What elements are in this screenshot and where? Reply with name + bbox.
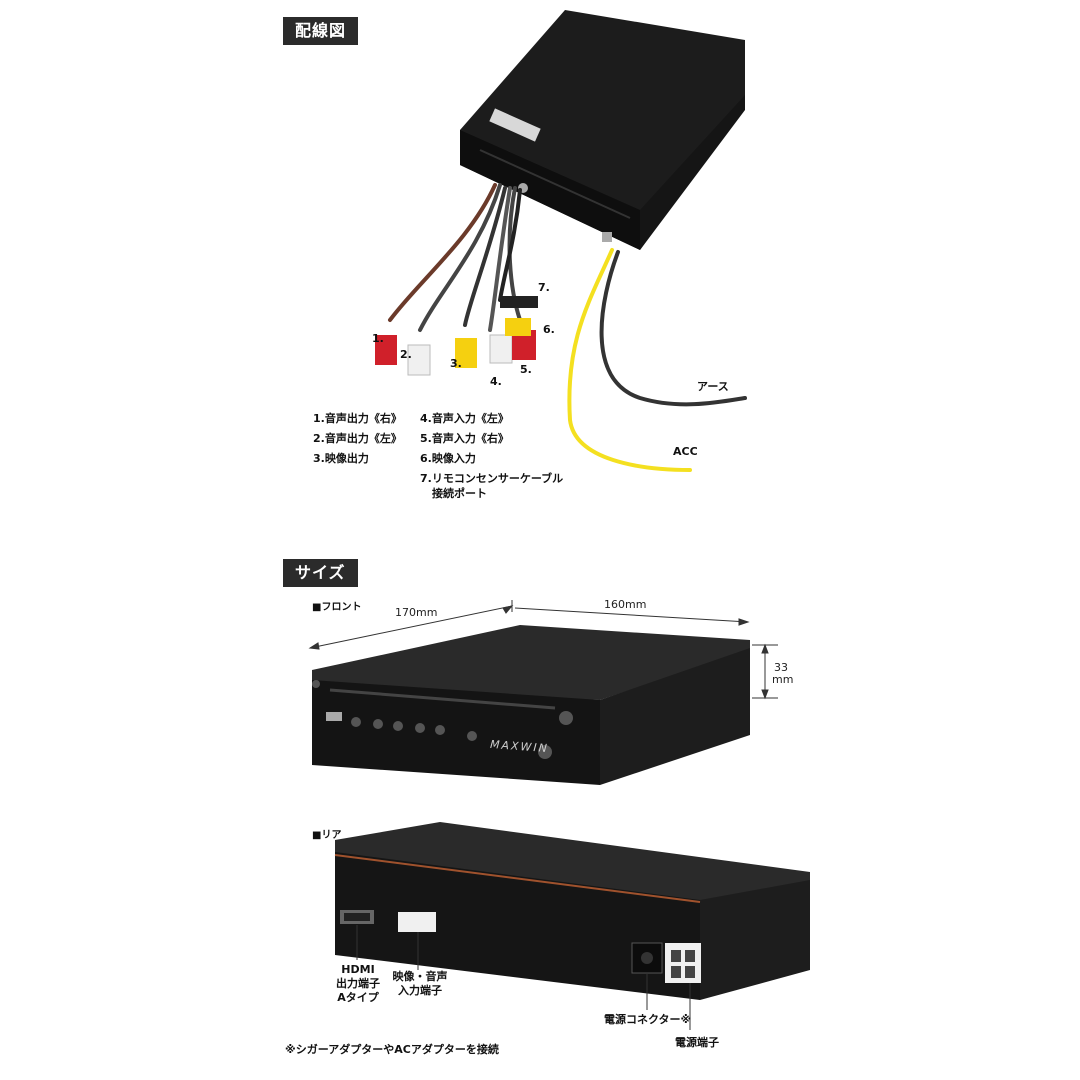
rca-plug-1	[375, 335, 397, 365]
callout-6: 6.	[543, 323, 555, 336]
legend-item-2: 2.音声出力《左》	[313, 432, 402, 445]
dvd-player-front-view	[312, 625, 750, 785]
front-view-label: ■フロント	[312, 602, 362, 613]
power-terminal	[665, 943, 701, 983]
legend-item-3: 3.映像出力	[313, 452, 369, 465]
remote-sensor-port-7	[500, 296, 538, 308]
height-dimension-number: 33	[774, 661, 788, 674]
callout-2: 2.	[400, 348, 412, 361]
hdmi-label: HDMI 出力端子 Aタイプ	[330, 963, 386, 1005]
rear-view-label: ■リア	[312, 830, 342, 841]
callout-4: 4.	[490, 375, 502, 388]
callout-5: 5.	[520, 363, 532, 376]
av-input-label-line1: 映像・音声	[392, 970, 448, 983]
legend-item-4: 4.音声入力《左》	[420, 412, 509, 425]
rca-plug-6	[505, 318, 531, 336]
av-input-connector	[398, 912, 436, 932]
power-terminal-label: 電源端子	[675, 1036, 719, 1049]
wiring-heading: 配線図	[283, 17, 359, 45]
av-input-label-line2: 入力端子	[398, 984, 442, 997]
legend-item-5: 5.音声入力《右》	[420, 432, 509, 445]
legend-item-7: 7.リモコンセンサーケーブル	[420, 472, 564, 485]
dvd-player-rear-view	[334, 822, 810, 1000]
footnote: ※シガーアダプターやACアダプターを接続	[285, 1043, 499, 1056]
callout-3: 3.	[450, 357, 462, 370]
power-connector-label: 電源コネクター※	[604, 1013, 692, 1026]
callout-7: 7.	[538, 281, 550, 294]
width-dimension: 170mm	[395, 606, 438, 619]
acc-label: ACC	[673, 445, 698, 458]
legend-item-7-cont: 接続ポート	[432, 487, 487, 500]
legend-item-6: 6.映像入力	[420, 452, 476, 465]
legend-item-1: 1.音声出力《右》	[313, 412, 402, 425]
rca-plug-3	[455, 338, 477, 368]
earth-label: アース	[697, 380, 729, 393]
depth-dimension: 160mm	[604, 598, 647, 611]
rca-plug-2	[407, 344, 431, 376]
av-input-label: 映像・音声 入力端子	[388, 970, 452, 998]
hdmi-label-line3: Aタイプ	[337, 991, 379, 1004]
height-dimension-unit: mm	[772, 673, 794, 686]
dvd-player-top-view	[460, 10, 745, 250]
size-heading: サイズ	[283, 559, 358, 587]
callout-1: 1.	[372, 332, 384, 345]
hdmi-label-line1: HDMI	[341, 963, 375, 976]
hdmi-label-line2: 出力端子	[336, 977, 380, 990]
